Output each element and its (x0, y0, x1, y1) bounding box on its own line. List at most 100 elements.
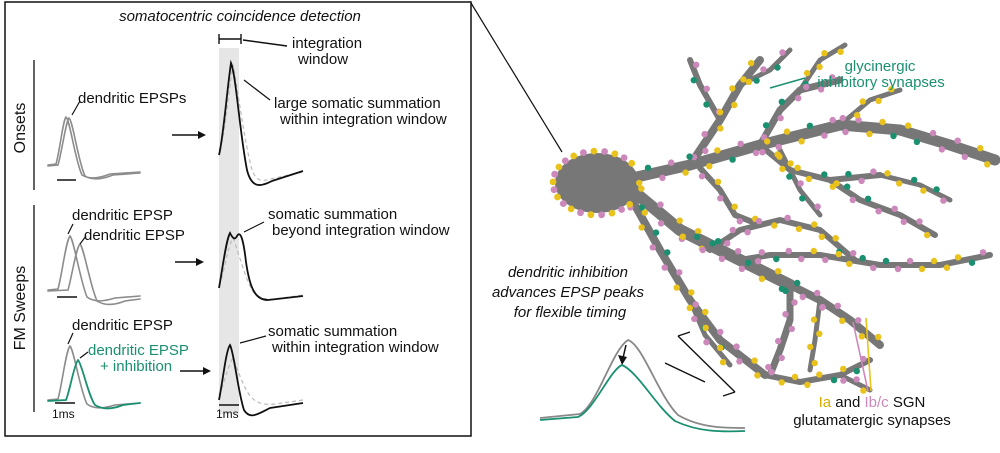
synapse-dot (693, 61, 700, 68)
synapse-dot (920, 187, 927, 194)
synapse-dot (775, 143, 782, 151)
synapse-dot (906, 257, 914, 265)
synapse-dot (882, 257, 890, 265)
synapse-dot (638, 185, 645, 192)
dendritic-epsp-c-pointer (67, 332, 74, 345)
synapse-dot (690, 77, 697, 84)
dendrite-branch (837, 372, 873, 393)
synapse-dot (664, 249, 671, 256)
onsets-label: Onsets (12, 103, 29, 154)
synapse-dot (765, 363, 772, 371)
synapse-dot (753, 77, 760, 84)
synapse-dot (803, 69, 811, 77)
synapse-dot (709, 240, 716, 247)
synapse-dot (754, 372, 761, 379)
synapse-dot (933, 186, 940, 193)
synapse-dot (794, 279, 801, 287)
synapse-dot (850, 250, 857, 257)
neuron (549, 42, 1000, 394)
within-summation-pointer (239, 335, 267, 344)
synapse-dot (810, 247, 817, 255)
synapse-dot (776, 153, 783, 160)
scale-right-label: 1ms (216, 407, 239, 421)
synapse-dot (754, 258, 762, 265)
synapse-dot (855, 116, 862, 124)
soma (555, 153, 639, 213)
synapse-dot (819, 303, 826, 311)
inhibition-label-1: dendritic inhibition (508, 264, 628, 281)
synapse-dot (787, 160, 794, 167)
synapse-dot (764, 138, 771, 145)
glycinergic-label-2: inhibitory synapses (817, 74, 945, 91)
synapse-dot (703, 339, 710, 346)
synapse-dot (714, 147, 721, 154)
synapse-dot (829, 116, 836, 124)
synapse-dot (839, 317, 846, 324)
synapse-dot (938, 146, 946, 153)
synapse-dot (779, 49, 786, 56)
soma-synapse-dot (626, 201, 634, 208)
synapse-dot (954, 254, 962, 261)
synapse-dot (875, 333, 882, 341)
synapse-dot (816, 371, 823, 378)
synapse-dot (759, 149, 766, 156)
synapse-dot (930, 257, 938, 265)
synapse-dot (890, 132, 897, 140)
dendrite-branch (756, 76, 844, 149)
synapse-dot (740, 76, 747, 83)
synapse-dot (821, 171, 828, 178)
synapse-dot (814, 289, 821, 297)
synapse-dot (714, 178, 722, 185)
synapse-dot (729, 226, 736, 234)
beyond-summation-label-1: somatic summation (268, 206, 397, 223)
soma-synapse-dot (618, 206, 625, 213)
synapse-dot (703, 85, 710, 93)
synapse-dot (686, 153, 693, 160)
synapse-dot (644, 164, 652, 171)
synapse-dot (797, 180, 804, 187)
synapse-dot (961, 153, 968, 160)
synapse-dot (855, 317, 862, 324)
synapse-dot (929, 129, 937, 137)
synapse-dot (829, 74, 836, 81)
inhibition-label-3: for flexible timing (514, 304, 627, 321)
dendrite-branch (697, 165, 763, 228)
synapse-dot (839, 114, 846, 122)
synapse-dot (799, 195, 806, 202)
synapse-dot (832, 235, 839, 242)
synapse-dot (804, 381, 811, 388)
synapse-dot (768, 369, 775, 376)
soma-synapse-dot (587, 211, 595, 219)
dendrite-branch (777, 147, 823, 218)
dendrite-branch (762, 357, 873, 385)
synapse-dot (771, 222, 778, 229)
synapse-dot (795, 225, 803, 233)
dendrite-branch (766, 281, 794, 379)
synapse-dot (773, 255, 780, 263)
synapse-dot (679, 233, 686, 240)
synapse-dot (752, 149, 760, 157)
synapse-dot (760, 66, 767, 73)
synapse-dot (777, 114, 784, 122)
synapse-dot (775, 337, 782, 345)
synapse-dot (795, 95, 802, 102)
synapse-dot (782, 287, 789, 294)
synapse-dot (788, 325, 795, 333)
left-panel-frame (4, 1, 472, 437)
dendritic-epsp-a-pointer (67, 223, 74, 235)
synapse-dot (794, 164, 801, 171)
soma-synapse-dot (559, 200, 567, 208)
synapse-dot (807, 343, 814, 351)
ibc-pointer (852, 321, 869, 392)
synapse-dot (676, 217, 683, 224)
synapse-dot (718, 255, 726, 262)
synapse-dot (866, 130, 873, 138)
soma-synapse-dot (555, 163, 563, 171)
synapse-dot (744, 229, 751, 236)
synapse-dot (860, 387, 867, 394)
fm-somatic-ghost (218, 236, 304, 300)
soma-synapse-dot (551, 170, 559, 178)
synapse-dot (853, 376, 860, 383)
synapse-dot (778, 379, 785, 386)
synapse-dot (940, 197, 947, 204)
